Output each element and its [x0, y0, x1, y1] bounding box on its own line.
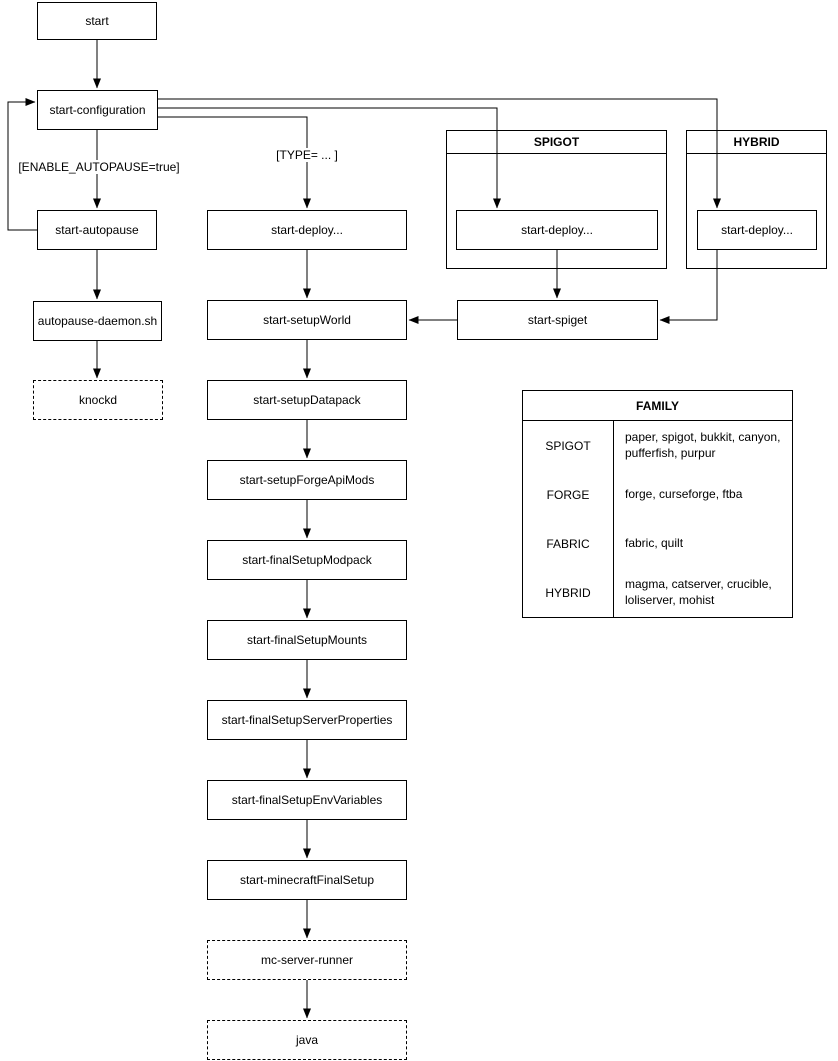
- node-start-setupforgeapimods: start-setupForgeApiMods: [207, 460, 407, 500]
- edge-label-type-condition: [TYPE= ... ]: [274, 148, 340, 162]
- hybrid-group-title: HYBRID: [687, 131, 826, 154]
- family-servers-cell: magma, catserver, crucible, loliserver, …: [613, 568, 792, 617]
- family-table-title: FAMILY: [523, 391, 792, 421]
- table-row: SPIGOT paper, spigot, bukkit, canyon, pu…: [523, 421, 792, 470]
- node-knockd: knockd: [33, 380, 163, 420]
- family-servers-cell: forge, curseforge, ftba: [613, 470, 792, 519]
- edge-label-enable-autopause: [ENABLE_AUTOPAUSE=true]: [16, 160, 182, 174]
- table-row: FABRIC fabric, quilt: [523, 519, 792, 568]
- node-start-finalsetupmodpack: start-finalSetupModpack: [207, 540, 407, 580]
- node-start-autopause: start-autopause: [37, 210, 157, 250]
- family-name-cell: HYBRID: [545, 585, 591, 600]
- node-start-deploy-hybrid: start-deploy...: [697, 210, 817, 250]
- family-name-cell: FORGE: [546, 487, 590, 502]
- node-start-spiget: start-spiget: [457, 300, 658, 340]
- node-start-finalsetupserverproperties: start-finalSetupServerProperties: [207, 700, 407, 740]
- node-start-deploy-main: start-deploy...: [207, 210, 407, 250]
- family-servers-cell: fabric, quilt: [613, 519, 792, 568]
- node-autopause-daemon-sh: autopause-daemon.sh: [33, 301, 162, 341]
- table-row: HYBRID magma, catserver, crucible, lolis…: [523, 568, 792, 617]
- family-servers-cell: paper, spigot, bukkit, canyon, pufferfis…: [613, 421, 792, 470]
- family-name-cell: FABRIC: [546, 536, 590, 551]
- family-name-cell: SPIGOT: [545, 438, 591, 453]
- node-mc-server-runner: mc-server-runner: [207, 940, 407, 980]
- node-start: start: [37, 2, 157, 40]
- node-start-minecraftfinalsetup: start-minecraftFinalSetup: [207, 860, 407, 900]
- family-table: FAMILY SPIGOT paper, spigot, bukkit, can…: [522, 390, 793, 618]
- node-start-finalsetupenvvariables: start-finalSetupEnvVariables: [207, 780, 407, 820]
- node-start-setupworld: start-setupWorld: [207, 300, 407, 340]
- node-start-setupdatapack: start-setupDatapack: [207, 380, 407, 420]
- table-row: FORGE forge, curseforge, ftba: [523, 470, 792, 519]
- node-start-deploy-spigot: start-deploy...: [456, 210, 658, 250]
- node-start-configuration: start-configuration: [37, 90, 158, 130]
- node-java: java: [207, 1020, 407, 1060]
- spigot-group-title: SPIGOT: [447, 131, 666, 154]
- node-start-finalsetupmounts: start-finalSetupMounts: [207, 620, 407, 660]
